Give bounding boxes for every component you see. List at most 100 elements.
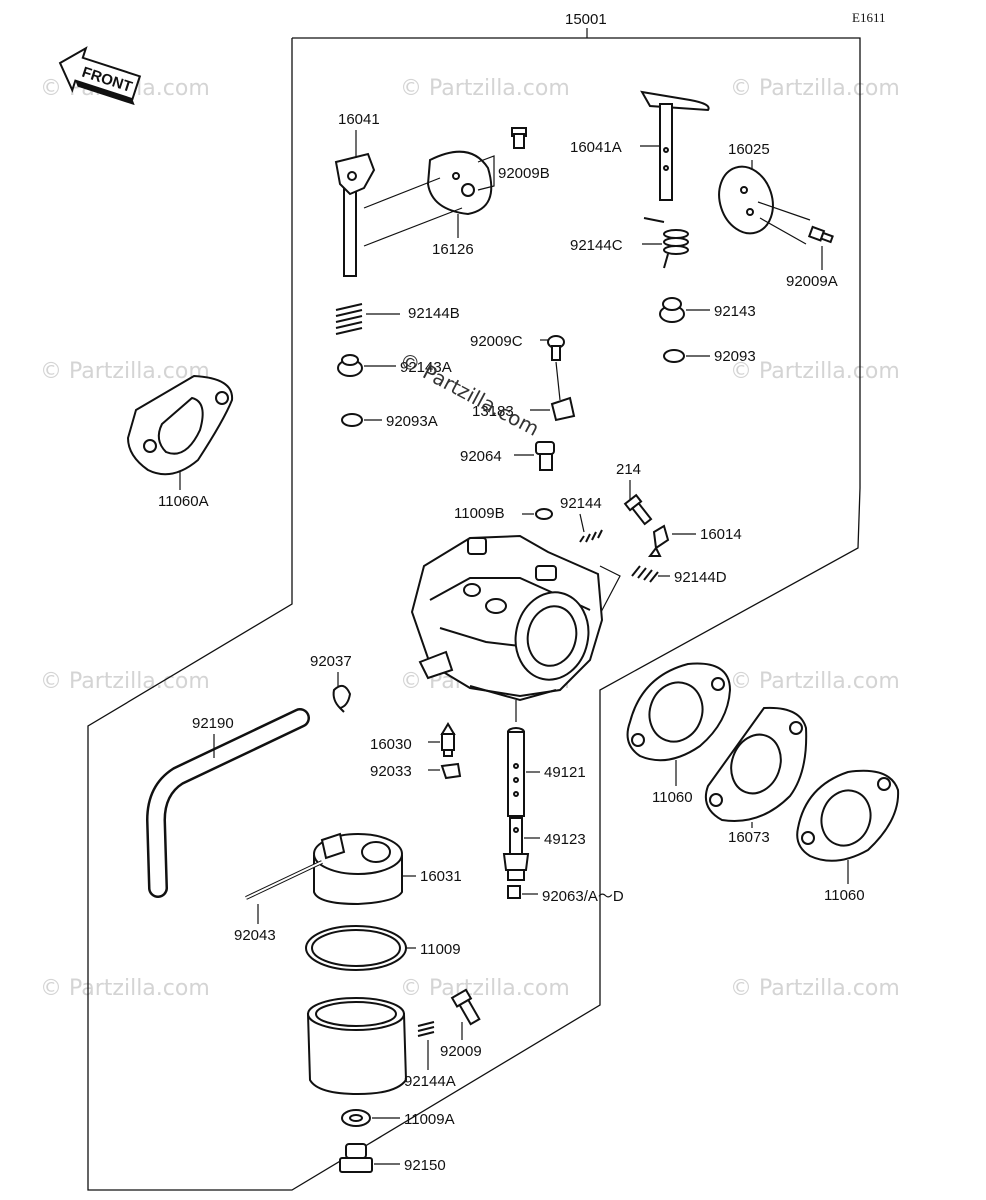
float-bowl xyxy=(306,997,408,1096)
spring-92144b xyxy=(335,303,363,335)
choke-shaft-16041a xyxy=(640,90,710,201)
gasket-11009 xyxy=(305,925,407,971)
label-11009: 11009 xyxy=(420,941,461,958)
watermark: © Partzilla.com xyxy=(40,669,210,694)
diagram-code: E1611 xyxy=(852,10,885,25)
label-92043: 92043 xyxy=(234,927,276,944)
insulator-16073 xyxy=(704,706,808,822)
adjuster-92064 xyxy=(535,441,555,471)
label-13183: 13183 xyxy=(472,403,514,420)
clip-92033 xyxy=(440,762,462,780)
screw-214 xyxy=(623,493,653,526)
label-16014: 16014 xyxy=(700,526,742,543)
watermark: © Partzilla.com xyxy=(400,76,570,101)
align-line xyxy=(363,177,441,209)
gasket-11060-1 xyxy=(626,662,732,762)
screw-92009c xyxy=(547,335,565,361)
spring-92144a xyxy=(417,1021,435,1037)
label-92093a: 92093A xyxy=(386,413,438,430)
label-92033: 92033 xyxy=(370,763,412,780)
label-92143: 92143 xyxy=(714,303,756,320)
watermark-layer: © Partzilla.com © Partzilla.com © Partzi… xyxy=(40,76,900,1001)
label-92037: 92037 xyxy=(310,653,352,670)
label-92144a: 92144A xyxy=(404,1073,456,1090)
washer-11009a xyxy=(341,1109,371,1127)
assembly-number: 15001 xyxy=(565,11,607,28)
spring-92144d xyxy=(631,565,659,583)
throttle-shaft-16041 xyxy=(334,152,376,277)
label-92064: 92064 xyxy=(460,448,502,465)
watermark: © Partzilla.com xyxy=(730,976,900,1001)
label-16073: 16073 xyxy=(728,829,770,846)
spring-92144 xyxy=(579,529,603,543)
align-line xyxy=(363,207,463,247)
screw-92009a xyxy=(807,225,834,244)
oring-11009b xyxy=(535,508,553,520)
label-92150: 92150 xyxy=(404,1157,446,1174)
label-92009: 92009 xyxy=(440,1043,482,1060)
tube-92190-outline xyxy=(146,708,310,898)
leader-92144 xyxy=(579,513,585,533)
watermark: © Partzilla.com xyxy=(400,976,570,1001)
seal-92143 xyxy=(659,297,685,323)
drain-bolt-92150 xyxy=(339,1143,373,1173)
label-11060-2: 11060 xyxy=(824,887,865,904)
choke-plate-16025 xyxy=(718,165,774,235)
washer-92093a xyxy=(341,413,363,427)
main-jet-92063 xyxy=(507,885,521,899)
label-16126: 16126 xyxy=(432,241,474,258)
clip-92037 xyxy=(332,684,352,713)
align-line xyxy=(599,565,621,615)
assembly-frame xyxy=(87,37,861,1191)
watermark: © Partzilla.com xyxy=(40,976,210,1001)
label-92144d: 92144D xyxy=(674,569,727,586)
label-92093: 92093 xyxy=(714,348,756,365)
watermark: © Partzilla.com xyxy=(730,76,900,101)
label-11060a: 11060A xyxy=(158,493,209,510)
screw-16014 xyxy=(648,524,670,557)
label-11009b: 11009B xyxy=(454,505,505,522)
label-92144c: 92144C xyxy=(570,237,623,254)
label-92144b: 92144B xyxy=(408,305,460,322)
label-49123: 49123 xyxy=(544,831,586,848)
align-line xyxy=(757,201,811,221)
watermark: © Partzilla.com xyxy=(730,669,900,694)
gasket-11060a xyxy=(126,374,234,476)
label-214: 214 xyxy=(616,461,641,478)
label-92009b: 92009B xyxy=(498,165,550,182)
label-16030: 16030 xyxy=(370,736,412,753)
leader-92009b xyxy=(477,155,495,191)
label-11009a: 11009A xyxy=(404,1111,455,1128)
pin-92043 xyxy=(245,861,323,899)
spring-92144c xyxy=(643,217,689,269)
screw-92009 xyxy=(450,988,481,1026)
label-92144: 92144 xyxy=(560,495,602,512)
label-92190: 92190 xyxy=(192,715,234,732)
tube-92190 xyxy=(148,710,308,896)
watermark: © Partzilla.com xyxy=(730,359,900,384)
float-16031 xyxy=(313,832,403,906)
label-16041: 16041 xyxy=(338,111,380,128)
label-49121: 49121 xyxy=(544,764,586,781)
float-needle-16030 xyxy=(440,722,456,757)
emulsion-tube-49121 xyxy=(507,727,525,817)
label-16041a: 16041A xyxy=(570,139,622,156)
align-line xyxy=(555,361,561,401)
washer-92093 xyxy=(663,349,685,363)
screw-92009b xyxy=(511,127,527,149)
align-line xyxy=(759,217,807,245)
label-92009c: 92009C xyxy=(470,333,523,350)
throttle-plate-16126 xyxy=(426,150,493,216)
carburetor-body xyxy=(410,534,604,702)
label-92063: 92063/A～D xyxy=(542,888,624,905)
jet-holder-49123 xyxy=(502,817,530,881)
label-11060-1: 11060 xyxy=(652,789,693,806)
watermark: © Partzilla.com xyxy=(40,359,210,384)
label-16031: 16031 xyxy=(420,868,462,885)
seal-92143a xyxy=(337,354,363,377)
gasket-11009-inner xyxy=(311,929,401,967)
label-16025: 16025 xyxy=(728,141,770,158)
label-92143a: 92143A xyxy=(400,359,452,376)
clip-13183 xyxy=(550,396,576,422)
